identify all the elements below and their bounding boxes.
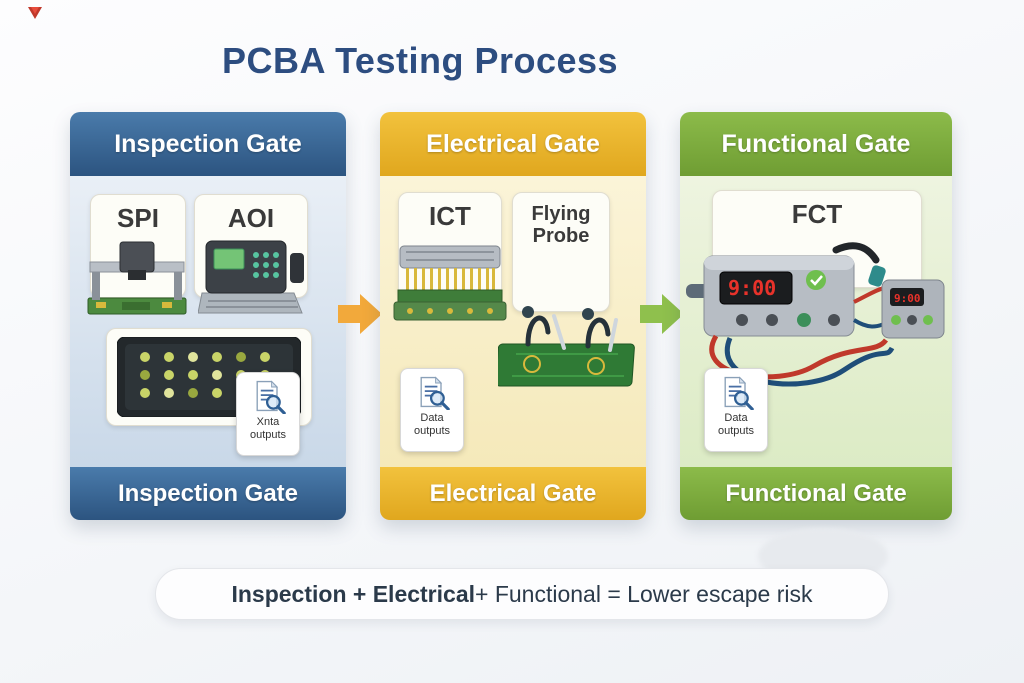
inspection-gate-header: Inspection Gate (70, 112, 346, 176)
inspection-data-outputs: Xnta outputs (236, 372, 300, 456)
electrical-data-outputs: Data outputs (400, 368, 464, 452)
functional-outputs-label: Data outputs (717, 412, 755, 437)
arrow-electrical-to-functional-icon (640, 292, 684, 336)
inspection-outputs-label: Xnta outputs (249, 416, 287, 441)
document-magnifier-icon (256, 380, 286, 414)
summary-banner: Inspection + Electrical + Functional = L… (155, 568, 889, 620)
functional-gate-footer: Functional Gate (680, 467, 952, 520)
gate-panel-functional: Functional Gate FCT 9:00 (680, 112, 952, 520)
electrical-gate-footer: Electrical Gate (380, 467, 646, 520)
fct-card-label: FCT (791, 199, 843, 229)
flying-probe-card-label: Flying Probe (531, 203, 591, 247)
document-magnifier-icon (724, 376, 754, 410)
electrical-gate-body: ICT Flying Probe (380, 176, 646, 467)
functional-data-outputs: Data outputs (704, 368, 768, 452)
electrical-outputs-label: Data outputs (413, 412, 451, 437)
summary-bold-text: Inspection + Electrical (231, 580, 475, 607)
inspection-gate-body: SPI AOI (70, 176, 346, 467)
aoi-card-label: AOI (227, 203, 275, 233)
functional-gate-body: FCT 9:00 (680, 176, 952, 467)
gate-panel-electrical: Electrical Gate ICT Flying Probe (380, 112, 646, 520)
fct-secondary-display-value: 9:00 (894, 292, 921, 305)
flying-probe-card: Flying Probe (512, 192, 610, 312)
functional-gate-header: Functional Gate (680, 112, 952, 176)
spi-card-label: SPI (117, 203, 159, 233)
gate-panel-inspection: Inspection Gate SPI AOI (70, 112, 346, 520)
corner-red-mark-icon (26, 5, 44, 21)
flying-probe-machine-illustration (495, 296, 643, 401)
summary-rest-text: + Functional = Lower escape risk (475, 580, 813, 607)
fct-machine-illustration: 9:00 9:00 (686, 236, 948, 411)
document-magnifier-icon (420, 376, 450, 410)
ict-card-label: ICT (429, 201, 471, 231)
aoi-machine-illustration (197, 231, 310, 331)
spi-machine-illustration (82, 236, 192, 331)
electrical-gate-header: Electrical Gate (380, 112, 646, 176)
arrow-inspection-to-electrical-icon (338, 292, 382, 336)
fct-display-value: 9:00 (728, 276, 776, 300)
inspection-gate-footer: Inspection Gate (70, 467, 346, 520)
page-title: PCBA Testing Process (221, 40, 619, 81)
ict-machine-illustration (390, 238, 510, 343)
